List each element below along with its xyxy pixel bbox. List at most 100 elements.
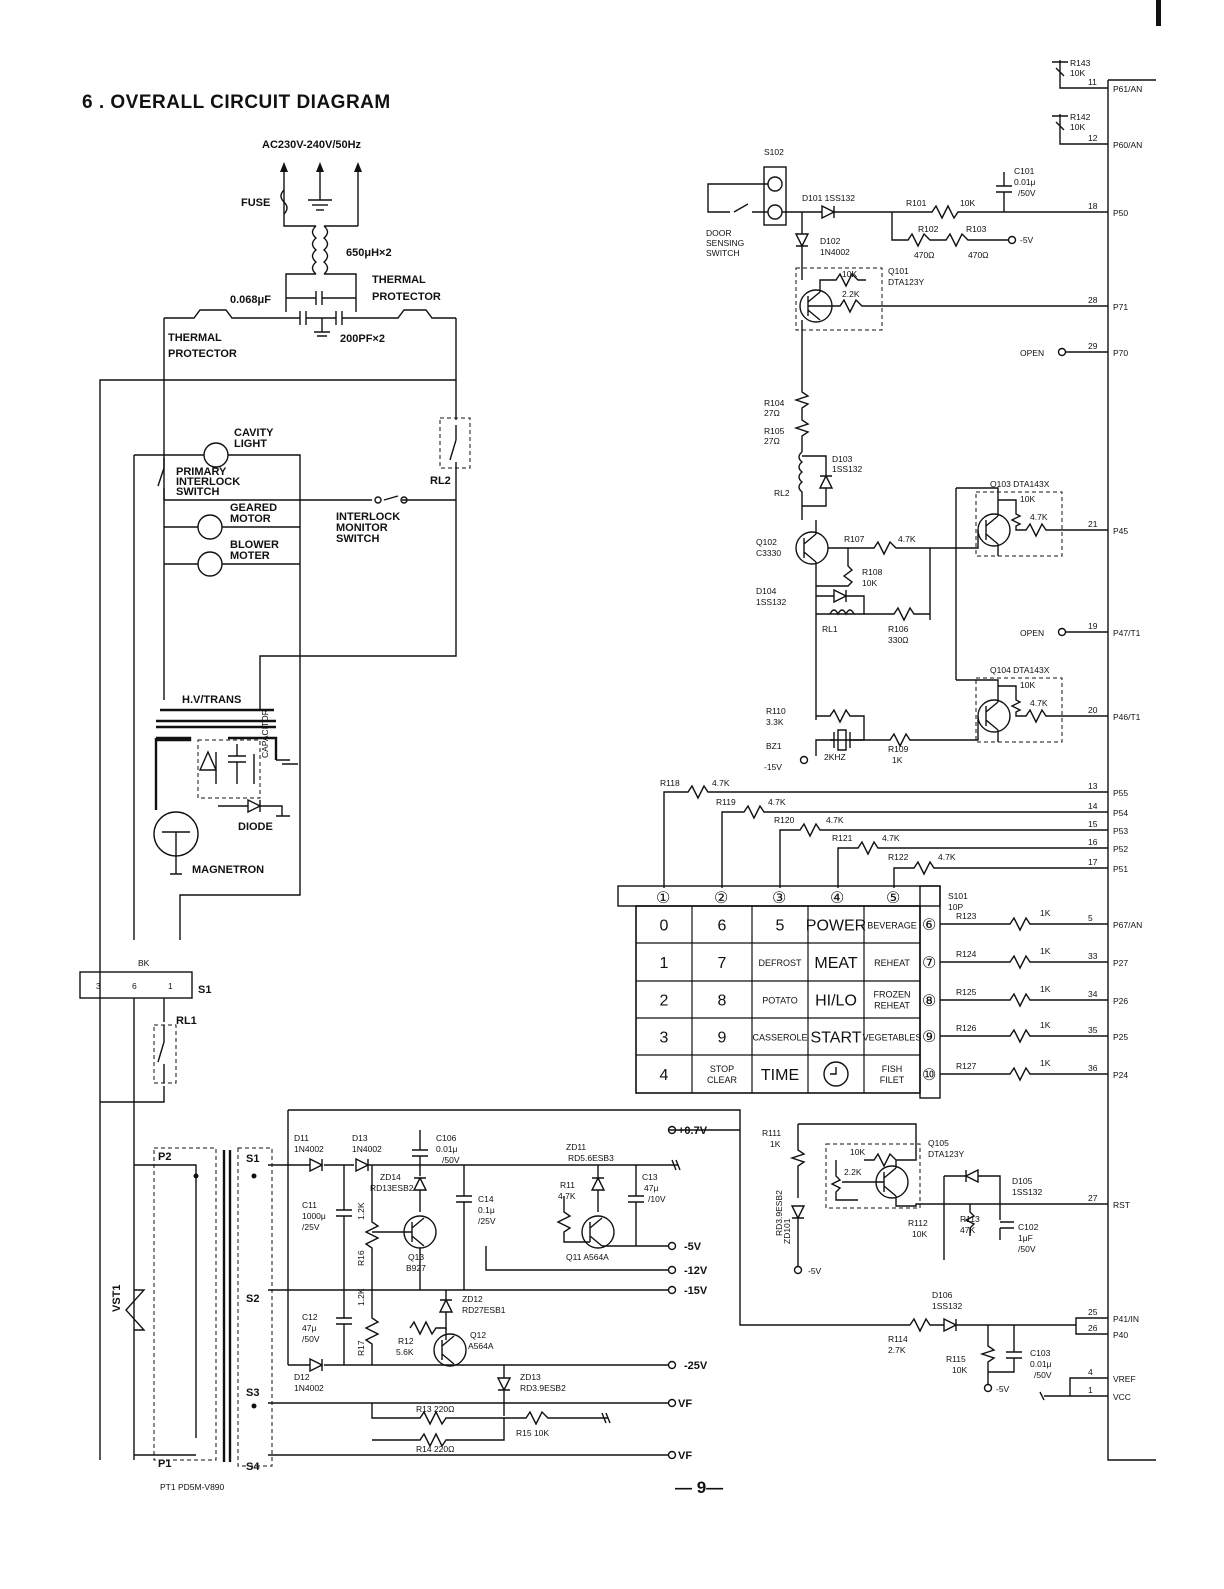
zd11-icon <box>590 1165 606 1212</box>
keypad-key[interactable]: DEFROST <box>758 958 802 968</box>
magnetron-label: MAGNETRON <box>192 864 264 876</box>
vst1-icon <box>125 1289 146 1331</box>
keypad-key-label: 7 <box>718 955 727 972</box>
keypad-key[interactable]: BEVERAGE <box>867 921 917 931</box>
rail-neg12-terminal[interactable] <box>667 1265 677 1275</box>
mcu-pin-name: VREF <box>1113 1374 1136 1384</box>
keypad-key-label: 4 <box>660 1067 669 1084</box>
page-edge-mark <box>1156 0 1161 26</box>
d104-part: 1SS132 <box>756 597 787 607</box>
keypad-key-label: 2 <box>660 993 669 1010</box>
r126-label: R126 <box>956 1023 977 1033</box>
keypad-key[interactable]: START <box>811 1030 862 1047</box>
d13-icon <box>355 1157 370 1173</box>
keypad-col-marker: ⑤ <box>886 890 900 907</box>
mcu-pin-name: P54 <box>1113 808 1128 818</box>
rail-neg25-terminal[interactable] <box>667 1360 677 1370</box>
mcu-pin-name: P47/T1 <box>1113 628 1141 638</box>
rail-neg15-terminal[interactable] <box>667 1285 677 1295</box>
c102-val: 1μF <box>1018 1233 1033 1243</box>
keypad-key-label: MEAT <box>814 955 857 972</box>
mcu-pin-number: 5 <box>1088 913 1093 923</box>
neg5-terminal[interactable] <box>1007 235 1017 245</box>
keypad-key[interactable] <box>823 1061 849 1087</box>
mcu-pin-name: RST <box>1113 1200 1130 1210</box>
d104-label: D104 <box>756 586 777 596</box>
keypad-key[interactable]: 4 <box>660 1067 669 1084</box>
r122-label: R122 <box>888 852 909 862</box>
keypad-key[interactable]: HI/LO <box>815 993 857 1010</box>
keypad-key[interactable]: 1 <box>660 955 669 972</box>
r126-val: 1K <box>1040 1020 1051 1030</box>
keypad-key[interactable]: 0 <box>660 918 669 935</box>
keypad-frame <box>635 905 921 1094</box>
page-title: 6 . OVERALL CIRCUIT DIAGRAM <box>82 92 391 113</box>
cap-068-label: 0.068μF <box>230 294 271 306</box>
d101-r101-line <box>782 204 1108 220</box>
keypad-key[interactable]: TIME <box>761 1067 799 1084</box>
c101-volt: /50V <box>1018 188 1036 198</box>
c102-label: C102 <box>1018 1222 1039 1232</box>
s1-pin-1: 1 <box>168 981 173 991</box>
rail-neg5-terminal[interactable] <box>667 1241 677 1251</box>
rail-07-terminal[interactable] <box>667 1125 677 1135</box>
keypad-key[interactable]: CASSEROLE <box>752 1033 807 1043</box>
d102-label: D102 <box>820 236 841 246</box>
neg15-terminal[interactable] <box>799 755 809 765</box>
keypad-key[interactable]: 5 <box>776 918 785 935</box>
r110-line <box>815 708 865 756</box>
zd101-part: RD3.9ESB2 <box>774 1190 784 1236</box>
d103-icon <box>802 455 834 507</box>
neg5c-terminal[interactable] <box>983 1383 993 1393</box>
keypad-key-label: 8 <box>718 993 727 1010</box>
keypad-key[interactable]: 7 <box>718 955 727 972</box>
keypad-key[interactable]: 9 <box>718 1030 727 1047</box>
mcu-pin-name: P70 <box>1113 348 1128 358</box>
zd13-label: ZD13 <box>520 1372 541 1382</box>
q105-part: DTA123Y <box>928 1149 965 1159</box>
keypad-key[interactable]: VEGETABLES <box>863 1033 922 1043</box>
r111-zd101-icon <box>789 1124 806 1266</box>
keypad-key-label: REHEAT <box>874 1001 910 1011</box>
coil-right-icon <box>322 225 329 275</box>
c12-icon <box>336 1290 352 1365</box>
keypad-key[interactable]: POWER <box>806 918 866 935</box>
q105-r2: 2.2K <box>844 1167 862 1177</box>
r102-val: 470Ω <box>914 250 935 260</box>
mcu-pin-number: 14 <box>1088 801 1098 811</box>
mcu-pin-name: P27 <box>1113 958 1128 968</box>
keypad-key[interactable]: 6 <box>718 918 727 935</box>
neg5b-terminal[interactable] <box>793 1265 803 1275</box>
keypad-key[interactable]: 2 <box>660 993 669 1010</box>
mcu-pin-number: 27 <box>1088 1193 1098 1203</box>
r109-line <box>864 716 979 748</box>
r110-val: 3.3K <box>766 717 784 727</box>
keypad-key[interactable]: POTATO <box>762 996 798 1006</box>
c13-ground-icon <box>668 1159 681 1171</box>
rail-vf1-terminal[interactable] <box>667 1398 677 1408</box>
c13-volt: /10V <box>648 1194 666 1204</box>
mcu-pin-number: 34 <box>1088 989 1098 999</box>
line-arrow-icon <box>280 162 288 172</box>
d106-label: D106 <box>932 1290 953 1300</box>
open-29-terminal[interactable] <box>1057 347 1067 357</box>
r125-label: R125 <box>956 987 977 997</box>
fuse-label: FUSE <box>241 197 270 209</box>
keypad-row-marker: ⑩ <box>922 1067 936 1084</box>
bz1-icon <box>830 729 864 751</box>
mcu-pin-number: 28 <box>1088 295 1098 305</box>
rail-vf2-terminal[interactable] <box>667 1450 677 1460</box>
keypad-key[interactable]: REHEAT <box>874 958 910 968</box>
keypad-key[interactable]: MEAT <box>814 955 857 972</box>
d11-part: 1N4002 <box>294 1144 324 1154</box>
r122-val: 4.7K <box>938 852 956 862</box>
r15-label: R15 10K <box>516 1428 549 1438</box>
open-19-terminal[interactable] <box>1057 627 1067 637</box>
keypad-key[interactable]: 8 <box>718 993 727 1010</box>
mcu-pin-labels: 11P61/AN12P60/AN18P5028P7129P7021P4519P4… <box>1088 77 1142 1402</box>
keypad-key[interactable]: 3 <box>660 1030 669 1047</box>
